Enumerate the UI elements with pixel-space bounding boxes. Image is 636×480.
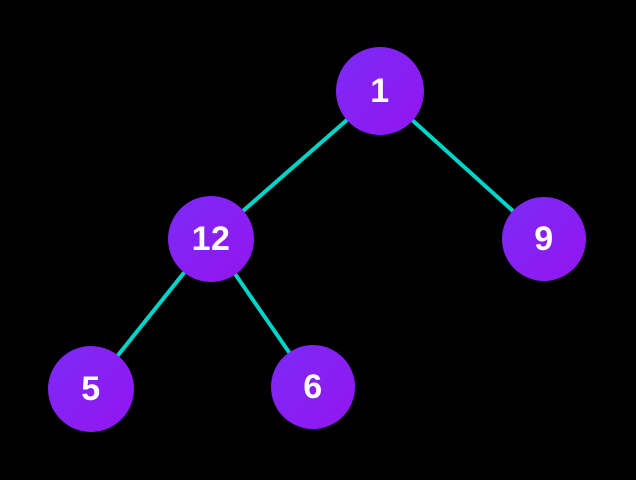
tree-node-label: 5 <box>81 370 101 408</box>
tree-node[interactable]: 5 <box>48 346 134 432</box>
tree-node[interactable]: 9 <box>502 197 586 281</box>
tree-node[interactable]: 1 <box>336 47 424 135</box>
tree-node-label: 12 <box>191 220 231 258</box>
tree-node-label: 1 <box>370 72 390 110</box>
tree-node[interactable]: 6 <box>271 345 355 429</box>
tree-node-label: 6 <box>303 368 323 406</box>
tree-node-label: 9 <box>534 220 554 258</box>
tree-node[interactable]: 12 <box>168 196 254 282</box>
